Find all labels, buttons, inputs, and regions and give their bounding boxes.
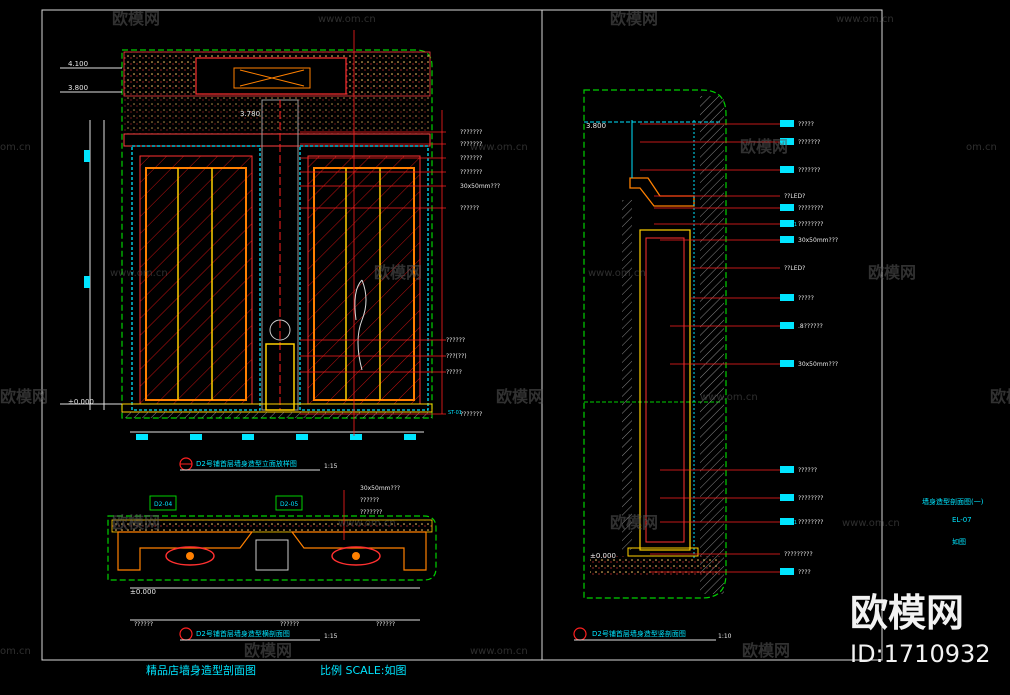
plan-tag-2: D2-05 [280,501,298,508]
watermark-brand-2: 欧模网 [610,9,658,28]
watermark-brand-12: 欧模网 [742,641,790,660]
section-scale: 1:10 [718,633,732,640]
level-3800: 3.800 [68,84,88,92]
watermark-url-11: om.cn [0,646,31,657]
watermark-url-9: www.om.cn [338,518,396,529]
watermark-brand-11: 欧模网 [244,641,292,660]
watermarks: 欧模网 www.om.cn 欧模网 www.om.cn om.cn www.om… [0,9,1010,660]
sec-callout-5: ???????? [798,205,823,212]
watermark-brand-4: 欧模网 [374,263,422,282]
watermark-url-6: www.om.cn [110,268,168,279]
title-block-name: 墙身造型剖面图(一) [922,497,984,506]
sec-callout-7: 30x50mm??? [798,237,838,244]
plan-callout-6: ?????? [376,621,395,628]
elevation-callouts: ??????? ??????? ??????? ??????? 30x50mm?… [300,129,500,418]
plan-title: D2号铺首层墙身造型横剖面图 1:15 [179,627,338,641]
sec-callout-3: ??????? [798,167,820,174]
watermark-url-3: om.cn [0,142,31,153]
watermark-url-1: www.om.cn [318,14,376,25]
watermark-url-8: www.om.cn [700,392,758,403]
title-block-code: EL-07 [952,516,972,524]
watermark-brand-10: 欧模网 [610,513,658,532]
sec-callout-16: ???? [798,569,811,576]
watermark-url-10: www.om.cn [842,518,900,529]
section-view [583,89,727,599]
sec-callout-15: ????????? [784,551,813,558]
watermark-brand-9: 欧模网 [112,513,160,532]
plan-scale: 1:15 [324,633,338,640]
section-callouts: ????? ??????? ??????? ??LED? ???????? ??… [448,120,838,576]
section-level-bottom: ±0.000 [590,552,616,560]
big-watermark: 欧模网 ID:1710932 [850,591,991,668]
watermark-brand-5: 欧模网 [868,263,916,282]
elev-callout-7: ?????? [446,337,465,344]
level-zero: ±0.000 [68,398,94,406]
watermark-url-12: www.om.cn [470,646,528,657]
sec-callout-2: ??????? [798,139,820,146]
sec-callout-9: ????? [798,295,814,302]
elevation-title-text: D2号铺首层墙身造型立面放样图 [196,459,297,468]
sheet-caption: 精品店墙身造型剖面图 比例 SCALE:如图 [146,663,406,677]
elev-callout-6: ?????? [460,205,479,212]
section-title-text: D2号铺首层墙身造型竖剖面图 [592,629,686,638]
big-watermark-brand: 欧模网 [850,591,964,635]
elev-callout-2: ??????? [460,141,482,148]
plan-callout-3: ??????? [360,509,382,516]
sec-callout-13: ???????? [798,495,823,502]
sec-callout-10: .8?????? [798,323,823,330]
section-levels: 3.800 ±0.000 [586,122,616,560]
elev-callout-4: ??????? [460,169,482,176]
level-3780: 3.780 [240,110,260,118]
elev-callout-8: ???(??) [446,353,467,360]
sec-callout-8: ??LED? [784,265,805,272]
watermark-brand-6: 欧模网 [0,387,48,406]
level-4100: 4.100 [68,60,88,68]
elevation-view [60,30,443,440]
sec-tag-mt01-b: MT-01 [782,520,797,526]
plan-callout-4: ?????? [134,621,153,628]
plan-callout-5: ?????? [280,621,299,628]
watermark-url-7: www.om.cn [588,268,646,279]
section-title: D2号铺首层墙身造型竖剖面图 1:10 [573,627,732,641]
section-level-top: 3.800 [586,122,606,130]
plan-tag-1: D2-04 [154,501,172,508]
elev-callout-10: ??????? [460,411,482,418]
plan-callout-1: 30x50mm??? [360,485,400,492]
sec-callout-11: 30x50mm??? [798,361,838,368]
sheet-scale: 比例 SCALE:如图 [320,663,406,677]
sec-tag-c: C [784,168,788,174]
plan-view: D2-04 D2-05 30x50mm??? ?????? ??????? ??… [107,485,437,628]
plan-title-text: D2号铺首层墙身造型横剖面图 [196,629,290,638]
elevation-scale: 1:15 [324,463,338,470]
sec-callout-6: ???????? [798,221,823,228]
watermark-brand-7: 欧模网 [496,387,544,406]
drawing-frame [41,9,883,661]
sec-callout-14: ???????? [798,519,823,526]
elevation-title: D2号铺首层墙身造型立面放样图 1:15 [179,457,338,471]
elev-callout-3: ??????? [460,155,482,162]
title-block: 墙身造型剖面图(一) EL-07 如图 [922,497,984,546]
sec-callout-4: ??LED? [784,193,805,200]
sec-tag-mt01: MT-01 [782,222,797,228]
elev-tag-st01: ST-01 [448,410,462,416]
elev-callout-5: 30x50mm??? [460,183,500,190]
watermark-url-5: om.cn [966,142,997,153]
elev-callout-9: ????? [446,369,462,376]
plan-callout-2: ?????? [360,497,379,504]
sheet-title: 精品店墙身造型剖面图 [146,663,256,677]
big-watermark-id: ID:1710932 [850,640,991,668]
watermark-brand-3: 欧模网 [740,137,788,156]
plan-level-zero: ±0.000 [130,588,156,596]
title-block-scale: 如图 [952,537,966,546]
watermark-brand-8: 欧模网 [990,387,1010,406]
watermark-url-2: www.om.cn [836,14,894,25]
sec-callout-1: ????? [798,121,814,128]
elev-callout-1: ??????? [460,129,482,136]
sec-callout-12: ?????? [798,467,817,474]
elevation-levels: 4.100 3.800 ±0.000 3.780 ±0.000 [68,60,260,596]
watermark-brand-1: 欧模网 [112,9,160,28]
watermark-url-4: www.om.cn [470,142,528,153]
